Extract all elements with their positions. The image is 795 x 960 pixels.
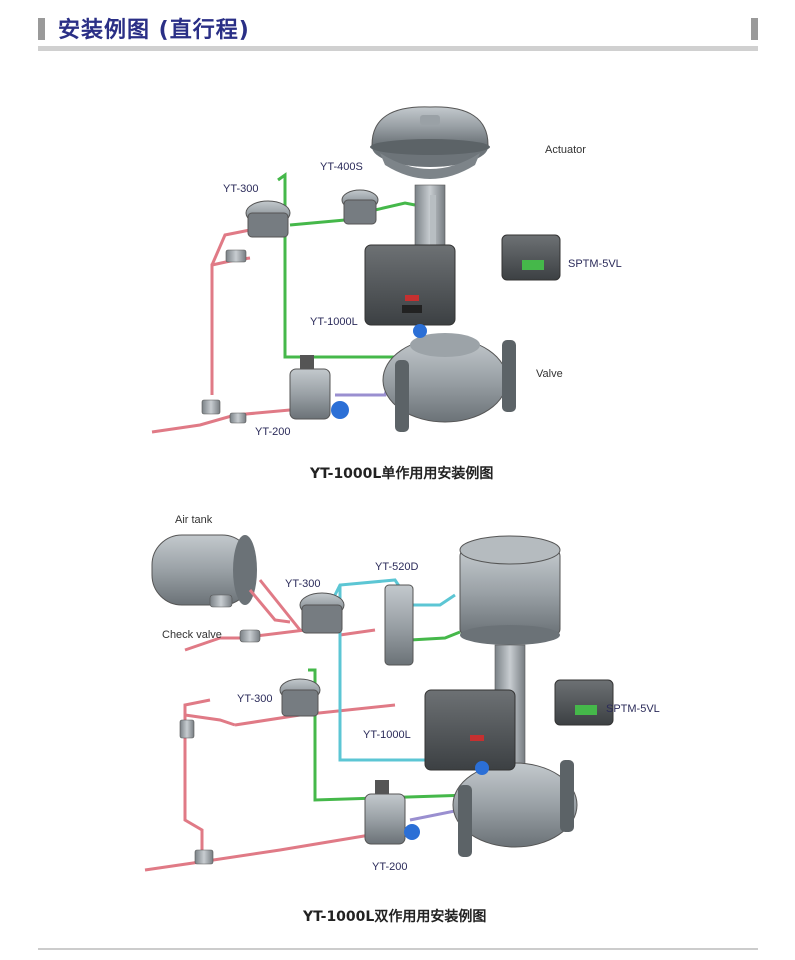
- actuator-body: [370, 106, 490, 179]
- filter-regulator-yt200: [289, 355, 349, 420]
- label-yt300-lower: YT-300: [237, 693, 272, 705]
- sptm-transmitter: [554, 679, 614, 726]
- pipe-fittings: [201, 249, 247, 424]
- label-yt1000l: YT-1000L: [363, 729, 411, 741]
- sptm-transmitter: [501, 234, 561, 281]
- page-title: 安装例图 (直行程): [58, 18, 250, 43]
- diagram2-caption: YT-1000L双作用用安装例图: [303, 909, 487, 925]
- regulator-yt300: [245, 200, 291, 238]
- header-underline: [38, 46, 758, 51]
- label-valve: Valve: [536, 368, 563, 380]
- double-acting-diagram: Air tank YT-300 YT-520D Check valve YT-3…: [144, 514, 660, 873]
- regulator-yt300-upper: [299, 592, 345, 634]
- header-left-bar: [38, 18, 45, 40]
- label-yt200: YT-200: [372, 861, 407, 873]
- page-header: 安装例图 (直行程): [38, 8, 758, 51]
- check-valve: [179, 594, 261, 865]
- label-yt300: YT-300: [223, 183, 258, 195]
- label-yt1000l: YT-1000L: [310, 316, 358, 328]
- footer-divider: [38, 948, 758, 950]
- gauge-pipe: [335, 379, 392, 397]
- booster-yt400s: [341, 189, 379, 225]
- label-sptm: SPTM-5VL: [568, 258, 622, 270]
- positioner-yt1000l: [364, 244, 456, 338]
- regulator-yt300-lower: [279, 678, 321, 717]
- air-tank: [151, 534, 257, 606]
- single-acting-diagram: Actuator YT-400S YT-300 SPTM-5VL YT-1000…: [151, 106, 622, 438]
- relay-yt520d: [384, 584, 414, 666]
- diagram1-caption: YT-1000L单作用用安装例图: [310, 466, 494, 482]
- supply-pipes: [144, 579, 396, 872]
- actuator-body: [459, 535, 561, 645]
- valve-body: [452, 760, 578, 857]
- header-right-bar: [751, 18, 758, 40]
- valve-body: [382, 333, 516, 432]
- filter-regulator-yt200: [364, 780, 420, 845]
- label-yt400s: YT-400S: [320, 161, 363, 173]
- label-actuator: Actuator: [545, 144, 586, 156]
- positioner-yt1000l: [424, 689, 516, 775]
- label-yt520d: YT-520D: [375, 561, 418, 573]
- label-yt300-upper: YT-300: [285, 578, 320, 590]
- supply-pipes: [151, 228, 291, 434]
- label-airtank: Air tank: [175, 514, 213, 526]
- label-sptm: SPTM-5VL: [606, 703, 660, 715]
- label-yt200: YT-200: [255, 426, 290, 438]
- label-checkvalve: Check valve: [162, 629, 222, 641]
